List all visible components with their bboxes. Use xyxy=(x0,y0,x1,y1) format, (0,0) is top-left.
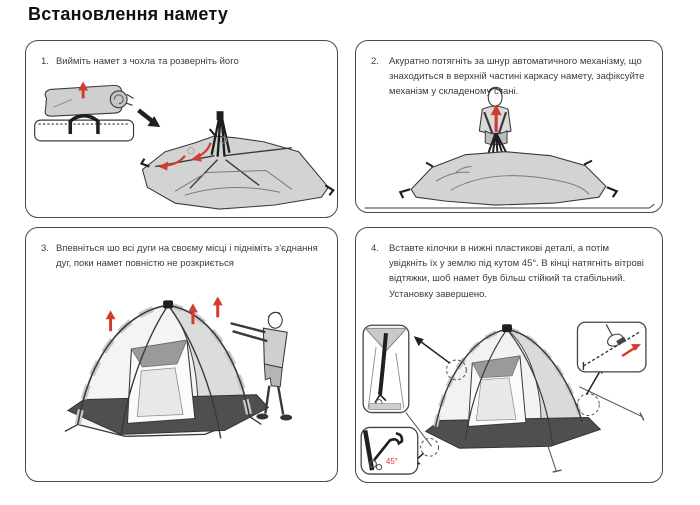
person-figure xyxy=(230,311,293,421)
step-4-number: 4. xyxy=(371,243,379,254)
pole-arcs xyxy=(74,300,253,439)
flattened-tent xyxy=(398,151,619,206)
page-title: Встановлення намету xyxy=(28,4,229,24)
step-3-number: 3. xyxy=(41,243,49,254)
carry-bag xyxy=(34,113,135,142)
pull-cord-illustration xyxy=(364,86,655,209)
step-1-instruction: Вийміть намет з чохла та розверніть його xyxy=(55,56,239,67)
strap-detail-callout xyxy=(362,324,410,414)
step-panel-4: 4. Вставте кілочки в нижні пластикові де… xyxy=(355,227,663,483)
lift-arrow-icons xyxy=(105,296,223,332)
step-3-text: 3. Впевніться шо всі дуги на своєму місц… xyxy=(26,228,337,271)
next-step-arrow-icon xyxy=(137,108,161,128)
dome-tent xyxy=(405,324,645,473)
lift-arrow-icon xyxy=(78,81,89,99)
step-1-number: 1. xyxy=(41,56,49,67)
door-opening xyxy=(126,339,196,425)
lift-frame-illustration xyxy=(64,296,293,439)
step-4-instruction: Вставте кілочки в нижні пластикові детал… xyxy=(388,243,644,300)
step-2-text: 2. Акуратно потягніть за шнур автоматичн… xyxy=(356,41,662,100)
step-panel-3: 3. Впевніться шо всі дуги на своєму місц… xyxy=(25,227,338,482)
step-panel-2: 2. Акуратно потягніть за шнур автоматичн… xyxy=(355,40,663,213)
step-panel-1: 1. Вийміть намет з чохла та розверніть й… xyxy=(25,40,338,218)
rolled-tent xyxy=(44,84,134,117)
stake-angle-label: 45° xyxy=(386,457,398,466)
unpack-tent-illustration xyxy=(34,81,335,210)
person-figure xyxy=(478,86,512,146)
detail-circles xyxy=(420,359,600,457)
pull-up-arrow-icon xyxy=(490,104,502,132)
guy-lines xyxy=(405,386,645,473)
step-4-text: 4. Вставте кілочки в нижні пластикові де… xyxy=(356,228,662,302)
dome-tent xyxy=(64,300,270,439)
step-3-instruction: Впевніться шо всі дуги на своєму місці і… xyxy=(55,243,318,270)
stake-angle-callout: 45° xyxy=(360,426,419,475)
pole-arcs xyxy=(433,324,585,445)
unfolded-tent xyxy=(139,111,335,210)
step-2-instruction: Акуратно потягніть за шнур автоматичного… xyxy=(388,56,645,98)
step-2-number: 2. xyxy=(371,56,379,67)
rope-pull-callout xyxy=(576,321,647,373)
center-pole-hub xyxy=(210,111,231,157)
staking-illustration: 45° xyxy=(360,321,647,475)
spread-arrow-icons xyxy=(158,136,228,171)
step-1-text: 1. Вийміть намет з чохла та розверніть й… xyxy=(26,41,337,69)
